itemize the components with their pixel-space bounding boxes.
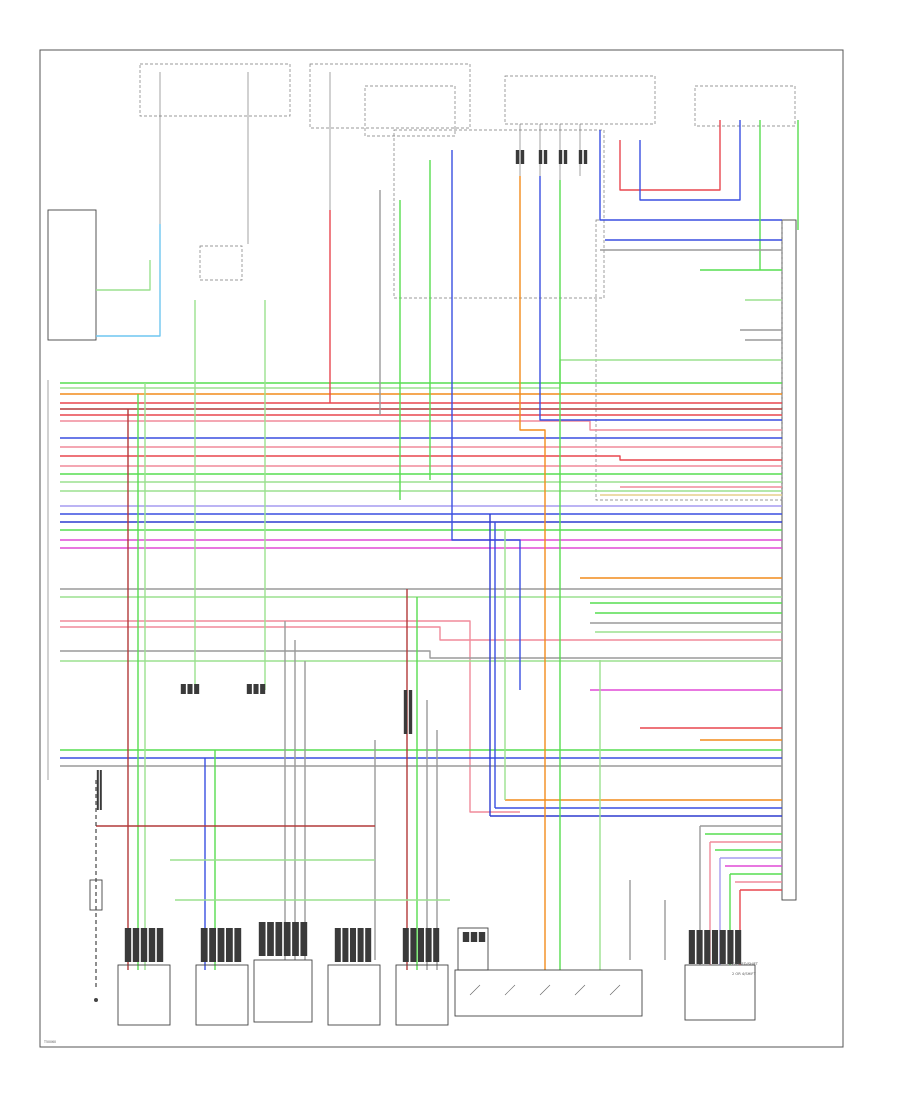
connector-block xyxy=(578,150,588,164)
ecm-connector xyxy=(595,219,797,901)
wire-orange xyxy=(519,176,546,970)
connector-block xyxy=(180,684,200,694)
knock-sensor xyxy=(253,959,313,1023)
left-ground-column xyxy=(89,780,103,1002)
wire-lightgreen xyxy=(96,260,151,291)
diagram-frame xyxy=(39,49,844,1048)
connector-block xyxy=(200,928,242,962)
legend-2or4-shift: 2 OR 4/SHIFT xyxy=(732,972,756,976)
ignition-coil-cyl-4 xyxy=(395,964,449,1026)
bottom-components xyxy=(117,927,756,1026)
wire-pink xyxy=(60,626,782,641)
figure-label: T50060 xyxy=(43,1040,56,1044)
wire-harness xyxy=(60,120,799,970)
wire-lightblue xyxy=(96,224,161,337)
connector-block xyxy=(258,922,308,956)
connector-block xyxy=(688,930,742,964)
ignition-coil-cyl-1 xyxy=(117,964,171,1026)
connector-block xyxy=(403,690,413,734)
wire-pink xyxy=(60,420,782,431)
connector-block xyxy=(96,770,102,810)
connector-block xyxy=(402,928,440,962)
fuse-block-section xyxy=(139,63,796,299)
wire-red xyxy=(60,455,782,461)
wire-gray xyxy=(60,650,782,659)
transmission-sensor xyxy=(457,927,489,971)
wire-pink xyxy=(60,620,520,813)
shift-solenoid-assembly xyxy=(684,964,756,1021)
transmission-range-switch xyxy=(454,969,643,1017)
wire-blue xyxy=(451,150,521,690)
wire-blue xyxy=(539,176,782,421)
legend-closed-shift: CLOSED/SHIFT xyxy=(732,962,759,966)
wire-blue xyxy=(639,120,741,201)
wire-lightgreen xyxy=(60,359,782,389)
ignition-coil-cyl-2 xyxy=(195,964,249,1026)
connector-block xyxy=(462,932,486,942)
left-connector-stack xyxy=(47,209,97,780)
wire-blue xyxy=(599,130,782,221)
connector-block xyxy=(538,150,548,164)
connector-block xyxy=(124,928,164,962)
wire-red xyxy=(619,120,721,191)
connector-block xyxy=(246,684,266,694)
connector-blocks xyxy=(96,150,742,964)
ignition-coil-cyl-3 xyxy=(327,964,381,1026)
connector-block xyxy=(334,928,372,962)
connector-block xyxy=(558,150,568,164)
connector-block xyxy=(515,150,525,164)
